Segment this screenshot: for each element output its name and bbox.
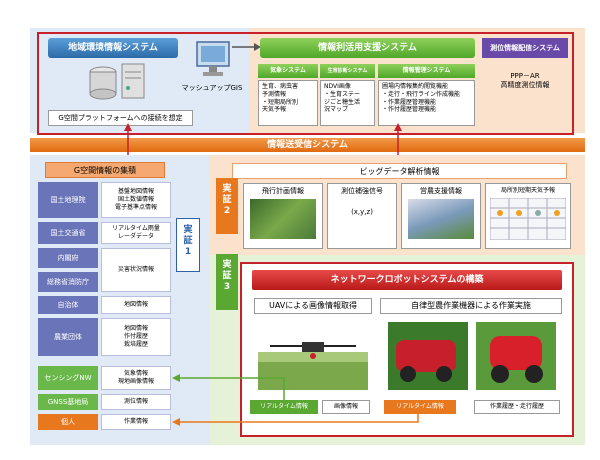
- agency-sensing: センシングNW: [38, 366, 98, 390]
- positioning-system-body: PPP－AR 高精度測位情報: [500, 72, 550, 90]
- card-positioning-xyz: (x,y,z): [351, 208, 373, 217]
- server-icon: [121, 63, 145, 99]
- agency-gnss: GNSS基地局: [38, 394, 98, 410]
- agency-cabinet: 内閣府: [38, 248, 98, 268]
- demo1-badge: 実 証 1: [176, 218, 200, 272]
- agency-agri: 農業団体: [38, 318, 98, 356]
- card-positioning: 測位補強信号 (x,y,z): [327, 183, 397, 249]
- info-agri: 地図情報 作付履歴 栽培履歴: [101, 318, 171, 356]
- agency-fdma: 総務省消防庁: [38, 272, 98, 292]
- realtime-label-2: リアルタイム情報: [384, 400, 456, 414]
- weather-system-header: 気象システム: [258, 64, 318, 78]
- gspace-note: G空間プラットフォームへの接続を想定: [48, 110, 193, 126]
- card-flight-plan-title: 飛行計画情報: [262, 187, 304, 195]
- info-disaster: 災害状況情報: [101, 248, 171, 292]
- info-mlit: リアルタイム雨量 レーダデータ: [101, 222, 171, 244]
- positioning-system-header: 測位情報配信システム: [482, 38, 568, 58]
- agency-individual: 個人: [38, 414, 98, 430]
- info-gsi: 基盤地図情報 国土数値情報 電子基準点情報: [101, 182, 171, 218]
- monitor-icon: [196, 41, 230, 76]
- card-positioning-title: 測位補強信号: [341, 187, 383, 195]
- growth-system-header: 生育診断システム: [320, 64, 375, 78]
- flight-plan-image: [250, 199, 316, 240]
- mashup-label: マッシュアップGIS: [181, 84, 243, 92]
- uav-label: UAVによる画像情報取得: [254, 298, 372, 314]
- card-farming-title: 営農支援情報: [420, 187, 462, 195]
- transmission-bar: 情報送受信システム: [30, 138, 585, 152]
- info-individual: 作業情報: [101, 414, 171, 430]
- agency-mlit: 国土交通省: [38, 222, 98, 244]
- agency-municipal: 自治体: [38, 296, 98, 314]
- tractor-image-1: [388, 322, 468, 390]
- env-system-header: 地域環境情報システム: [48, 38, 178, 58]
- card-farming: 営農支援情報: [401, 183, 481, 249]
- info-municipal: 地図情報: [101, 296, 171, 314]
- image-info-label: 画像情報: [322, 400, 370, 414]
- card-flight-plan: 飛行計画情報: [243, 183, 323, 249]
- demo2-badge: 実 証 2: [216, 178, 238, 234]
- history-label: 作業履歴・走行履歴: [474, 400, 560, 414]
- weather-table-image: [489, 197, 567, 241]
- realtime-label-1: リアルタイム情報: [250, 400, 318, 414]
- weather-system-body: 生育、病虫害 予測情報 ・短期局所別 天気予報: [258, 80, 318, 126]
- info-sensing: 気象情報 現地画像情報: [101, 366, 171, 390]
- card-weather-title: 局所別短期天気予報: [500, 187, 555, 194]
- database-icon: [89, 66, 117, 100]
- drone-image: [258, 342, 368, 390]
- mgmt-system-header: 情報管理システム: [378, 64, 475, 78]
- connector-arrow: [232, 43, 261, 51]
- support-system-header: 情報利活用支援システム: [260, 38, 475, 58]
- card-weather: 局所別短期天気予報: [485, 183, 571, 249]
- agency-gsi: 国土地理院: [38, 182, 98, 218]
- tractor-image-2: [476, 322, 556, 390]
- robot-title: ネットワークロボットシステムの構築: [252, 270, 562, 290]
- left-panel-title: G空間情報の集積: [45, 162, 165, 178]
- mgmt-system-body: 圃場内情報集約閲覧機能 ・走行・飛行ライン作成機能 ・作業履歴管理機能 ・作付履…: [378, 80, 475, 126]
- demo3-badge: 実 証 3: [216, 254, 238, 310]
- auto-label: 自律型農作業機器による作業実施: [380, 298, 562, 314]
- growth-system-body: NDVI画像 ・生育ステー ジごと穂生活 況マップ: [320, 80, 375, 126]
- bigdata-title: ビッグデータ解析情報: [232, 163, 567, 179]
- top-red-frame: [37, 32, 574, 135]
- info-gnss: 測位情報: [101, 394, 171, 410]
- farming-image: [408, 199, 474, 240]
